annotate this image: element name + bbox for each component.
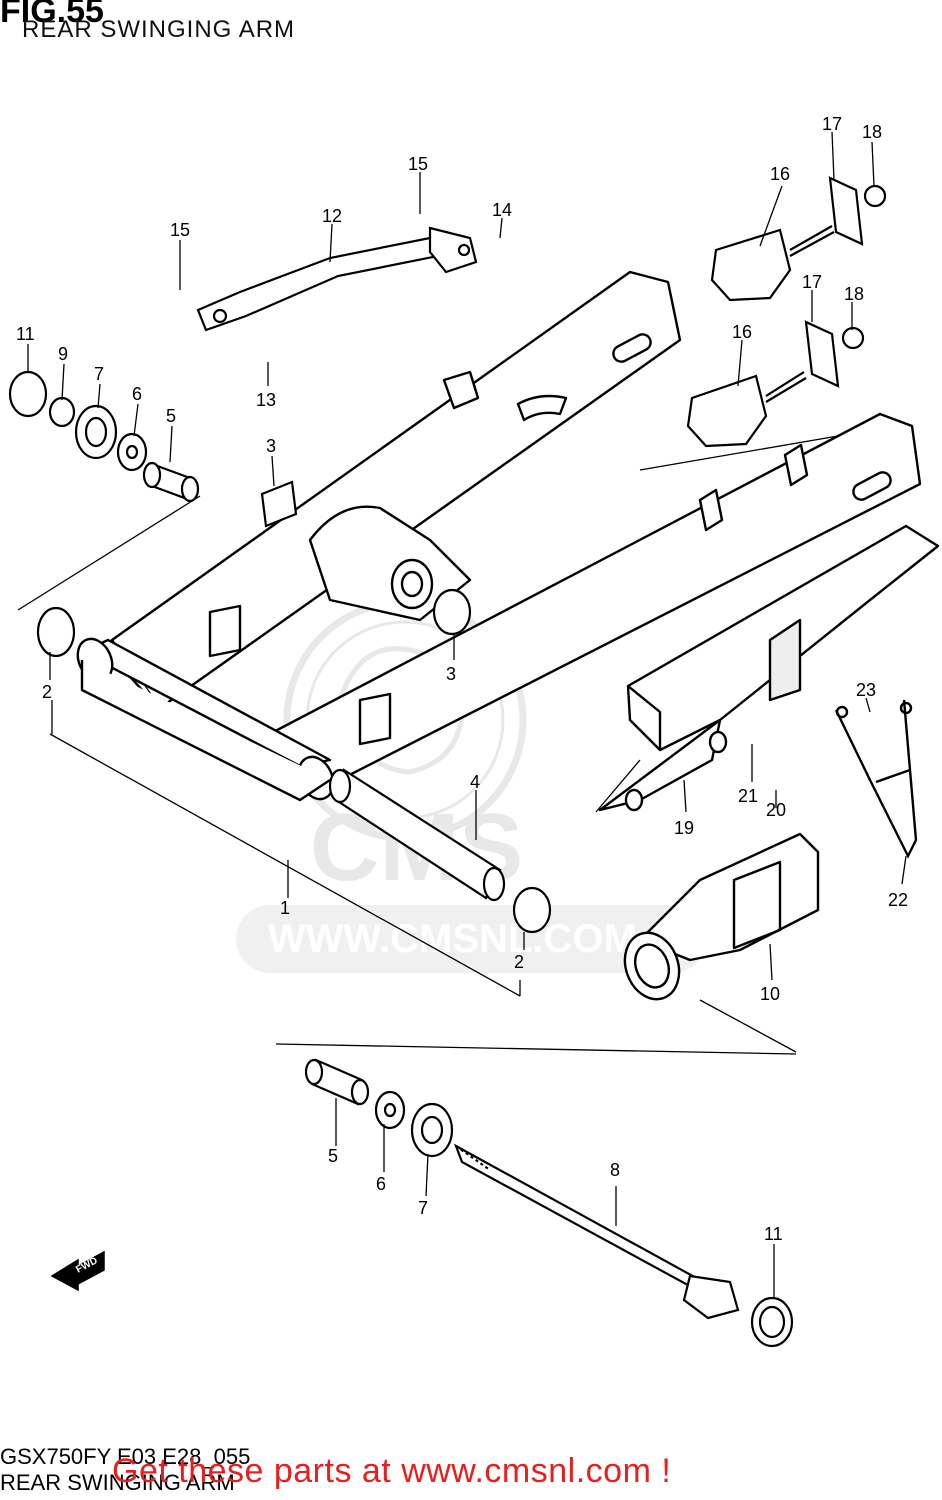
callout-20: 20 <box>766 800 786 820</box>
callout-labels: 1 2 2 3 3 4 5 5 6 6 7 7 8 9 10 11 11 12 … <box>16 114 908 1244</box>
callout-7: 7 <box>94 364 104 384</box>
callout-2: 2 <box>42 682 52 702</box>
callout-21: 21 <box>738 786 758 806</box>
lower-hardware <box>304 1058 794 1348</box>
footer-title: REAR SWINGING ARM <box>0 1470 235 1495</box>
callout-17: 17 <box>802 272 822 292</box>
bushing-top <box>260 480 298 528</box>
callout-13: 13 <box>256 390 276 410</box>
pivot-sleeve <box>328 768 552 934</box>
chain-buffer <box>623 832 820 1001</box>
callout-3: 3 <box>266 436 276 456</box>
bushing-mid <box>432 588 472 636</box>
chain-case <box>598 524 940 812</box>
leader-lines <box>17 131 907 1298</box>
buy-parts-link[interactable]: Get these parts at www.cmsnl.com ! <box>112 1452 672 1490</box>
callout-8: 8 <box>610 1160 620 1180</box>
callout-15: 15 <box>408 154 428 174</box>
swinging-arm <box>76 270 922 802</box>
callout-15: 15 <box>170 220 190 240</box>
watermark-url: WWW.CMSNL.COM <box>268 917 637 961</box>
figure-title: REAR SWINGING ARM <box>22 16 296 43</box>
torque-link <box>196 226 478 332</box>
fwd-arrow-icon <box>50 1250 105 1292</box>
nut-upper <box>48 396 76 428</box>
callout-7: 7 <box>418 1198 428 1218</box>
chain-adjuster-lower <box>686 320 865 448</box>
callout-22: 22 <box>888 890 908 910</box>
callout-5: 5 <box>328 1146 338 1166</box>
dust-seal-upper <box>8 370 48 418</box>
callout-6: 6 <box>132 384 142 404</box>
callout-14: 14 <box>492 200 512 220</box>
chain-adjuster-upper <box>710 176 887 302</box>
callout-4: 4 <box>470 772 480 792</box>
callout-18: 18 <box>844 284 864 304</box>
model-code: GSX750FY E03 E28_055 <box>0 1444 251 1469</box>
callout-16: 16 <box>732 322 752 342</box>
callout-11: 11 <box>764 1224 783 1244</box>
callout-23: 23 <box>856 680 876 700</box>
callout-17: 17 <box>822 114 842 134</box>
callout-3: 3 <box>446 664 456 684</box>
forward-arrow: FWD <box>50 1250 105 1292</box>
bushing-left <box>36 606 76 658</box>
figure-number: FIG.55 <box>0 0 104 30</box>
chain-guard-bracket <box>834 699 918 859</box>
callout-12: 12 <box>322 206 342 226</box>
callout-18: 18 <box>862 122 882 142</box>
callout-9: 9 <box>58 344 68 364</box>
callout-2: 2 <box>514 952 524 972</box>
upper-hardware <box>8 370 472 658</box>
callout-19: 19 <box>674 818 694 838</box>
callout-6: 6 <box>376 1174 386 1194</box>
callout-10: 10 <box>760 984 780 1004</box>
callout-1: 1 <box>280 898 290 918</box>
callout-5: 5 <box>166 406 176 426</box>
callout-11: 11 <box>16 324 35 344</box>
callout-16: 16 <box>770 164 790 184</box>
